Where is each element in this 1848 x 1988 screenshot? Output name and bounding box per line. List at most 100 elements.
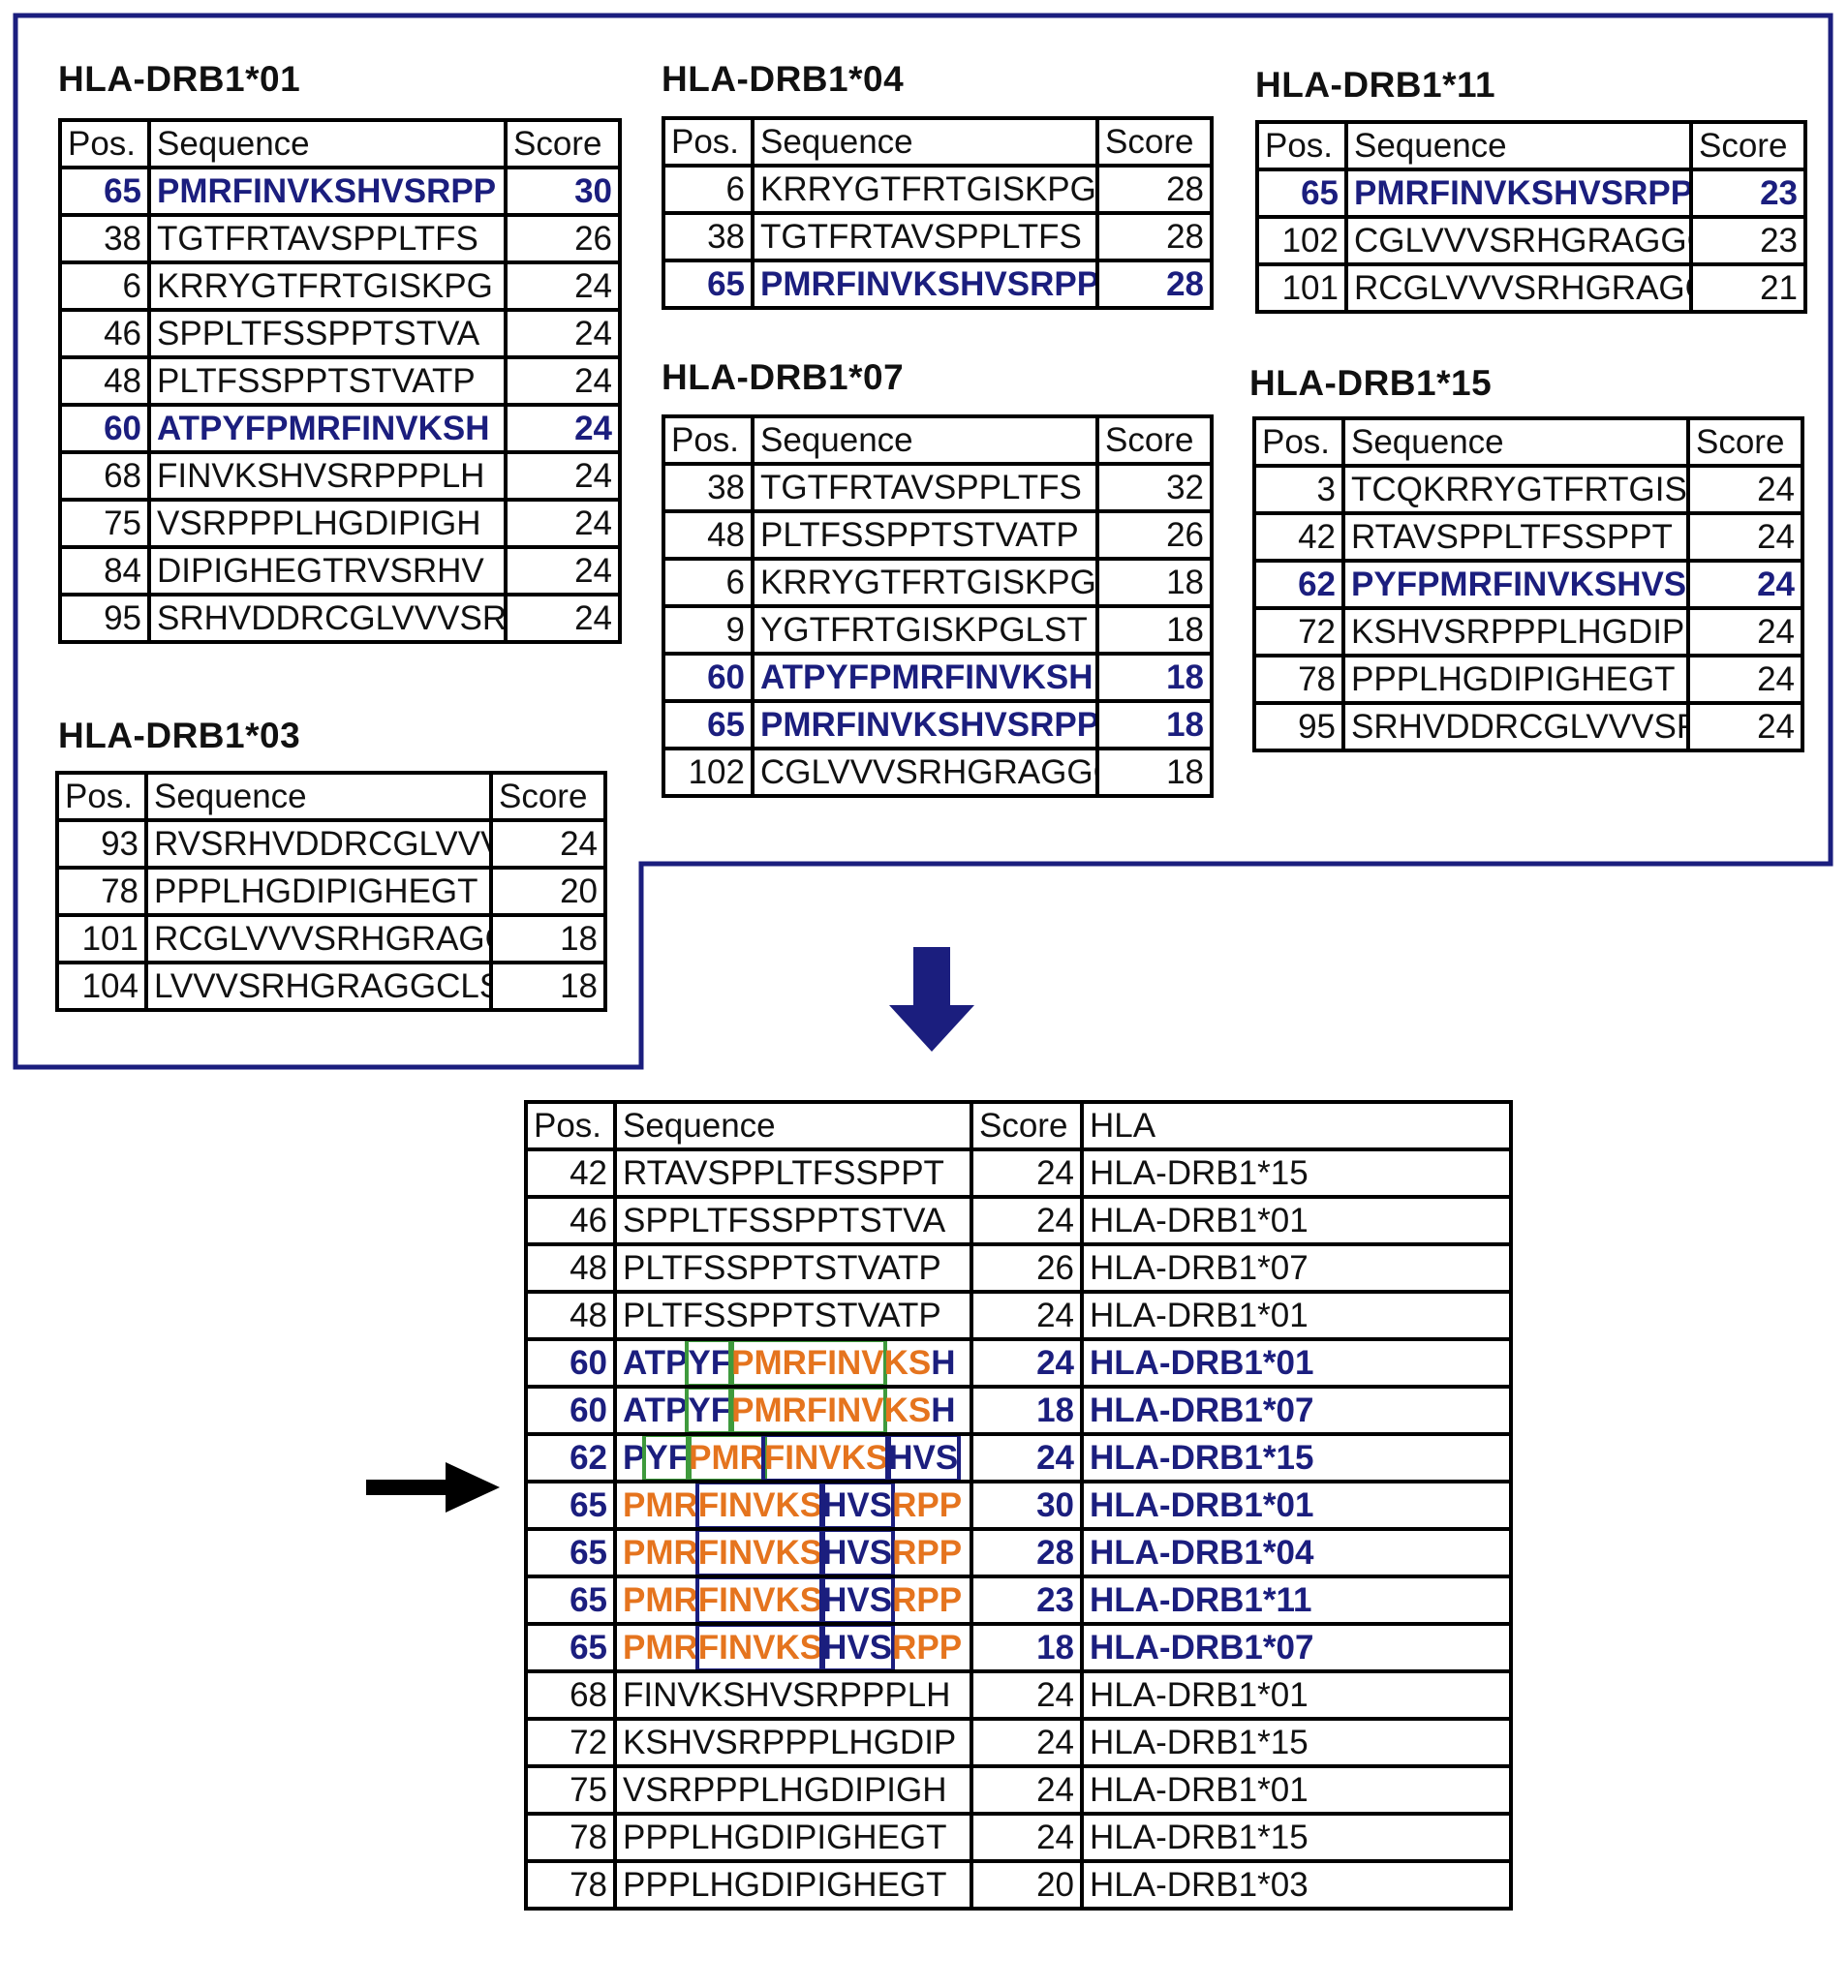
right-arrow-icon xyxy=(366,1462,500,1513)
cell-score: 24 xyxy=(1686,701,1804,752)
cell-score: 26 xyxy=(1095,509,1214,561)
cell-score: 30 xyxy=(970,1480,1084,1531)
header-hla: HLA xyxy=(1080,1100,1513,1151)
title-drb1-11: HLA-DRB1*11 xyxy=(1255,65,1496,105)
cell-pos: 62 xyxy=(524,1432,617,1483)
cell-sequence: PPPLHGDIPIGHEGT xyxy=(1341,654,1690,705)
cell-score: 18 xyxy=(489,913,607,964)
cell-pos: 9 xyxy=(662,604,755,656)
sequence-segment: PPPLHGDIPIGHEGT xyxy=(623,1819,947,1856)
cell-pos: 38 xyxy=(662,462,755,513)
cell-pos: 75 xyxy=(58,498,151,549)
cell-score: 24 xyxy=(1686,464,1804,515)
core-segment-blue: HVS xyxy=(819,1628,896,1667)
cell-score: 24 xyxy=(970,1432,1084,1483)
cell-sequence: PMRFINVKSHVSRPP xyxy=(751,699,1099,750)
sequence-segment: PLTFSSPPTSTVATP xyxy=(623,1249,941,1287)
cell-sequence: KRRYGTFRTGISKPG xyxy=(147,260,508,312)
header-score: Score xyxy=(489,771,607,822)
cell-sequence: FINVKSHVSRPPPLH xyxy=(613,1669,973,1721)
sequence-segment: PMR xyxy=(623,1486,698,1524)
cell-hla: HLA-DRB1*07 xyxy=(1080,1385,1513,1436)
cell-score: 24 xyxy=(504,260,622,312)
cell-sequence: PMRFINVKSHVSRPP xyxy=(613,1622,973,1673)
cell-pos: 65 xyxy=(524,1527,617,1578)
header-score: Score xyxy=(1686,416,1804,468)
cell-pos: 6 xyxy=(58,260,151,312)
cell-pos: 46 xyxy=(524,1195,617,1246)
cell-hla: HLA-DRB1*07 xyxy=(1080,1622,1513,1673)
cell-sequence: PPPLHGDIPIGHEGT xyxy=(613,1812,973,1863)
cell-sequence: KSHVSRPPPLHGDIP xyxy=(1341,606,1690,658)
cell-sequence: PYFPMRFINVKSHVS xyxy=(1341,559,1690,610)
cell-pos: 6 xyxy=(662,557,755,608)
cell-score: 18 xyxy=(970,1622,1084,1673)
cell-pos: 46 xyxy=(58,308,151,359)
cell-hla: HLA-DRB1*01 xyxy=(1080,1337,1513,1389)
cell-pos: 60 xyxy=(662,652,755,703)
cell-pos: 78 xyxy=(55,866,148,917)
cell-pos: 65 xyxy=(524,1575,617,1626)
cell-score: 24 xyxy=(970,1764,1084,1816)
cell-pos: 72 xyxy=(1252,606,1345,658)
sequence-segment: H xyxy=(931,1344,956,1382)
cell-score: 23 xyxy=(1689,168,1807,219)
sequence-segment: ATP xyxy=(623,1392,689,1429)
cell-pos: 95 xyxy=(58,593,151,644)
sequence-segment: PMR xyxy=(623,1534,698,1572)
cell-pos: 6 xyxy=(662,164,755,215)
cell-score: 24 xyxy=(1686,606,1804,658)
cell-score: 18 xyxy=(489,961,607,1012)
cell-score: 18 xyxy=(1095,604,1214,656)
cell-sequence: CGLVVVSRHGRAGGC xyxy=(751,747,1099,798)
cell-score: 24 xyxy=(489,818,607,870)
cell-pos: 68 xyxy=(58,450,151,502)
cell-sequence: KSHVSRPPPLHGDIP xyxy=(613,1717,973,1768)
cell-score: 24 xyxy=(1686,511,1804,563)
core-segment-blue: FINVKS xyxy=(694,1485,826,1525)
title-drb1-01: HLA-DRB1*01 xyxy=(58,59,301,99)
header-sequence: Sequence xyxy=(1344,120,1693,171)
header-sequence: Sequence xyxy=(751,116,1099,168)
header-score: Score xyxy=(504,118,622,169)
header-score: Score xyxy=(1095,116,1214,168)
cell-score: 30 xyxy=(504,166,622,217)
cell-score: 18 xyxy=(1095,652,1214,703)
title-drb1-15: HLA-DRB1*15 xyxy=(1249,363,1493,403)
cell-sequence: ATPYFPMRFINVKSH xyxy=(613,1385,973,1436)
cell-sequence: PLTFSSPPTSTVATP xyxy=(147,355,508,407)
cell-score: 24 xyxy=(504,498,622,549)
title-drb1-07: HLA-DRB1*07 xyxy=(662,357,905,397)
cell-score: 24 xyxy=(970,1669,1084,1721)
cell-score: 28 xyxy=(970,1527,1084,1578)
cell-sequence: PMRFINVKSHVSRPP xyxy=(613,1527,973,1578)
sequence-segment: RPP xyxy=(892,1581,963,1619)
cell-hla: HLA-DRB1*01 xyxy=(1080,1764,1513,1816)
cell-score: 28 xyxy=(1095,211,1214,262)
